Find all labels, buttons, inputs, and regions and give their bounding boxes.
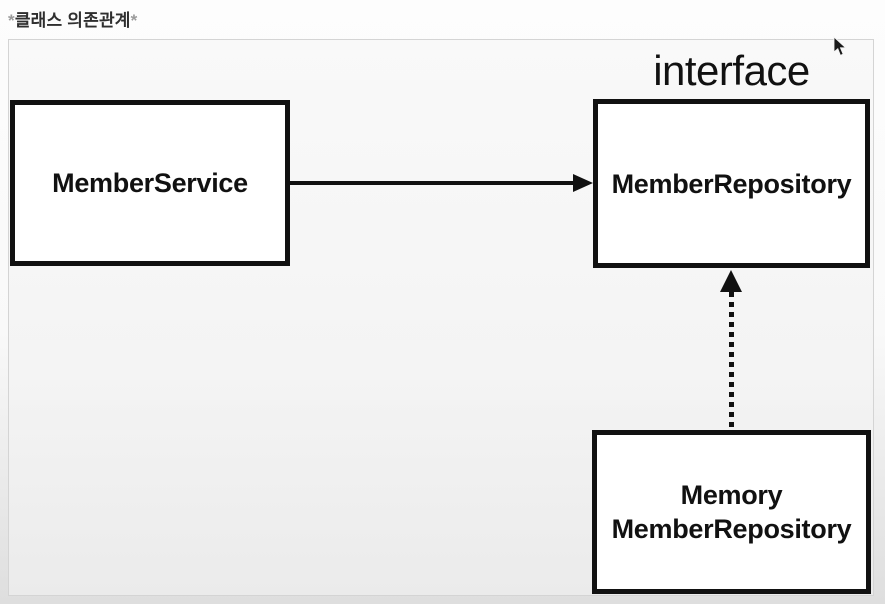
dependency-arrow-line	[290, 181, 575, 185]
implements-arrow-line	[729, 292, 734, 430]
page-title: *클래스 의존관계*	[8, 6, 137, 31]
memory-label-line2: MemberRepository	[611, 514, 852, 544]
interface-stereotype-label: interface	[653, 47, 810, 94]
title-asterisk-right: *	[130, 11, 138, 30]
dependency-arrow-head	[573, 174, 593, 192]
node-memory-member-repository-label: Memory MemberRepository	[612, 478, 852, 546]
memory-label-line1: Memory	[680, 480, 783, 510]
node-member-service-label: MemberService	[52, 168, 248, 198]
page-title-text: 클래스 의존관계	[14, 11, 131, 30]
node-member-repository-label: MemberRepository	[611, 168, 852, 199]
node-member-service: MemberService	[10, 100, 290, 266]
node-memory-member-repository: Memory MemberRepository	[592, 430, 871, 594]
mouse-cursor-icon	[833, 36, 847, 57]
title-asterisk-left: *	[8, 11, 15, 30]
node-member-repository: MemberRepository	[593, 99, 870, 268]
implements-arrow-head	[720, 270, 742, 292]
